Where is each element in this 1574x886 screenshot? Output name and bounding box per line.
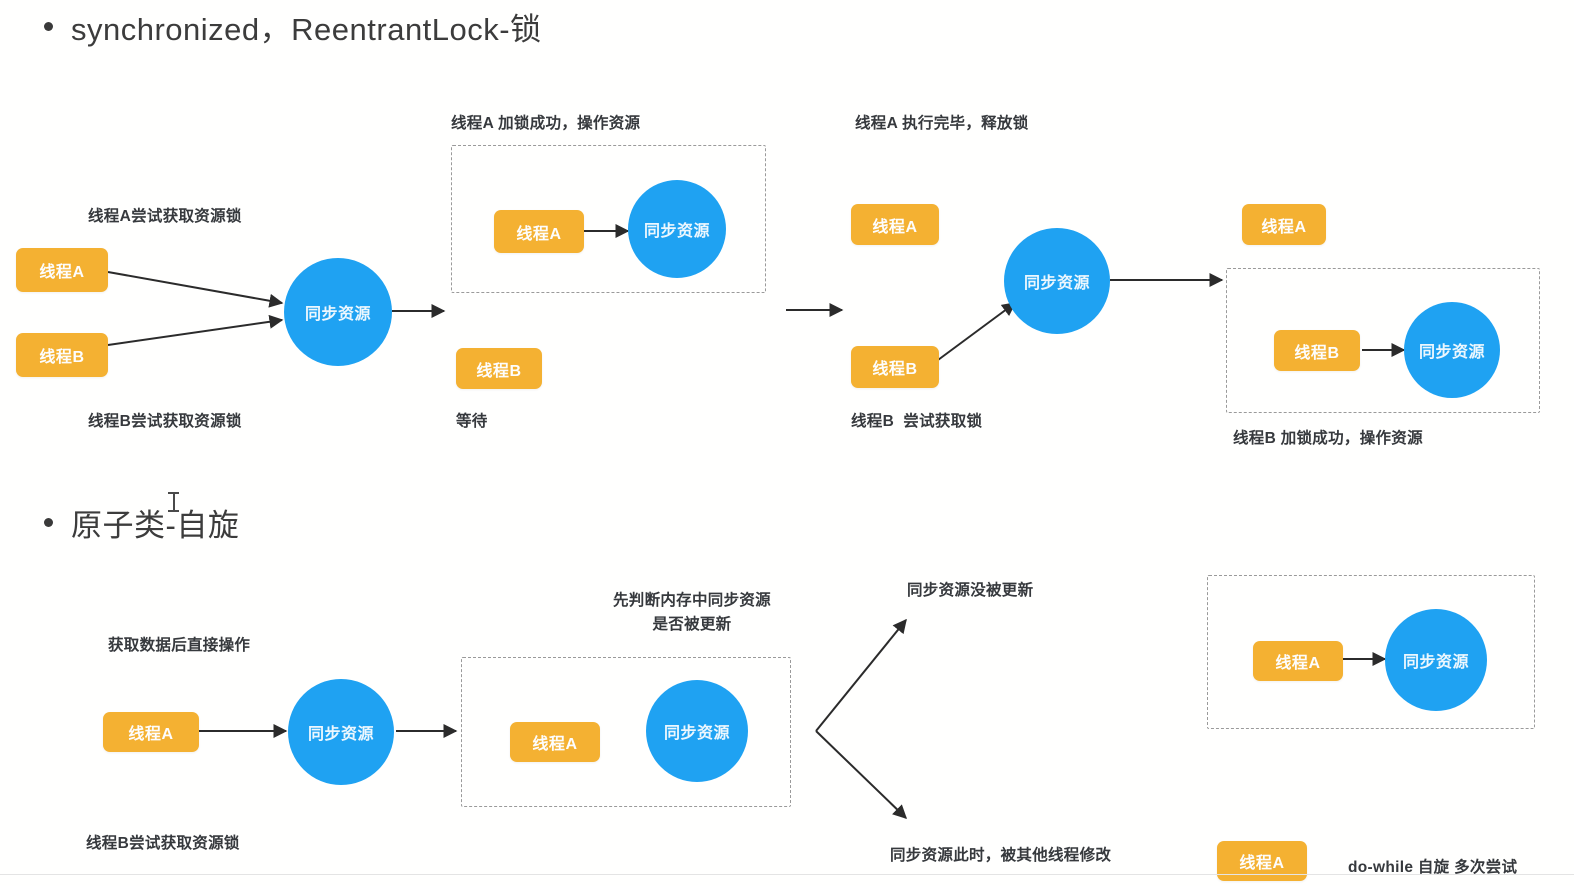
chip-label: 线程A [872,218,918,236]
chip-thread-a-3[interactable]: 线程A [851,204,939,245]
chip-thread-b-1[interactable]: 线程B [16,333,108,377]
chip-thread-a-atomic-1[interactable]: 线程A [103,712,199,752]
caption-a-locked-ok: 线程A 加锁成功，操作资源 [451,115,641,132]
chip-thread-a-2[interactable]: 线程A [494,210,584,253]
caption-b-try-lock: 线程B尝试获取资源锁 [88,413,242,430]
circle-label: 同步资源 [1402,654,1469,671]
circle-label: 同步资源 [663,725,730,742]
caption-check-memory-line2: 是否被更新 [652,616,732,633]
dashbox-a-critical-section [451,145,766,293]
circle-label: 同步资源 [1418,344,1485,361]
chip-label: 线程A [532,736,578,753]
page-bottom-divider [0,874,1574,875]
chip-label: 线程B [476,362,522,380]
chip-label: 线程A [1239,855,1285,872]
circle-resource-4[interactable]: 同步资源 [1404,302,1500,398]
caption-direct-op: 获取数据后直接操作 [108,637,251,654]
chip-thread-a-1[interactable]: 线程A [16,248,108,292]
circle-resource-3[interactable]: 同步资源 [1004,228,1110,334]
chip-thread-b-4[interactable]: 线程B [1274,330,1360,371]
bullet-icon [44,518,53,527]
circle-resource-atomic-1[interactable]: 同步资源 [288,679,394,785]
caption-check-memory-line1: 先判断内存中同步资源 [612,592,771,609]
circle-label: 同步资源 [304,306,371,323]
caption-waiting: 等待 [456,413,488,430]
dashbox-b-critical-section [1226,268,1540,413]
chip-label: 线程B [39,349,85,366]
caption-b-try-acquire: 线程B 尝试获取锁 [851,413,983,430]
caption-b-locked-ok: 线程B 加锁成功，操作资源 [1233,430,1423,447]
circle-label: 同步资源 [643,223,710,240]
caret-top-bar [168,492,179,494]
chip-label: 线程A [1275,655,1321,672]
caption-a-try-lock: 线程A尝试获取资源锁 [88,208,242,225]
caption-do-while: do-while 自旋 多次尝试 [1348,859,1518,876]
section-heading-atomic-text: 原子类-自旋 [71,508,240,543]
section-heading-atomic: 原子类-自旋 [44,500,239,545]
chip-thread-a-4[interactable]: 线程A [1242,204,1326,245]
caption-a-done-release: 线程A 执行完毕，释放锁 [855,115,1029,132]
chip-thread-b-3[interactable]: 线程B [851,346,939,388]
chip-thread-b-waiting[interactable]: 线程B [456,348,542,389]
circle-label: 同步资源 [1023,275,1090,292]
circle-resource-1[interactable]: 同步资源 [284,258,392,366]
chip-label: 线程A [128,726,174,743]
chip-thread-a-atomic-3[interactable]: 线程A [1253,641,1343,681]
circle-resource-atomic-3[interactable]: 同步资源 [1385,609,1487,711]
chip-label: 线程B [1294,344,1340,362]
chip-thread-a-retry[interactable]: 线程A [1217,841,1307,881]
dashbox-cas-check [461,657,791,807]
caption-atomic-b-try-lock: 线程B尝试获取资源锁 [86,835,240,852]
chip-label: 线程B [872,361,918,378]
bullet-icon [44,22,53,31]
section-heading-lock-text: synchronized，ReentrantLock-锁 [71,12,542,47]
chip-thread-a-atomic-2[interactable]: 线程A [510,722,600,762]
circle-label: 同步资源 [307,726,374,743]
caption-modified-by-other: 同步资源此时，被其他线程修改 [890,847,1112,864]
chip-label: 线程A [1261,218,1307,236]
circle-resource-atomic-2[interactable]: 同步资源 [646,680,748,782]
chip-label: 线程A [516,225,562,243]
chip-label: 线程A [39,264,85,281]
section-heading-lock: synchronized，ReentrantLock-锁 [44,4,542,49]
caption-not-updated: 同步资源没被更新 [907,582,1034,599]
dashbox-cas-success [1207,575,1535,729]
circle-resource-2[interactable]: 同步资源 [628,180,726,278]
